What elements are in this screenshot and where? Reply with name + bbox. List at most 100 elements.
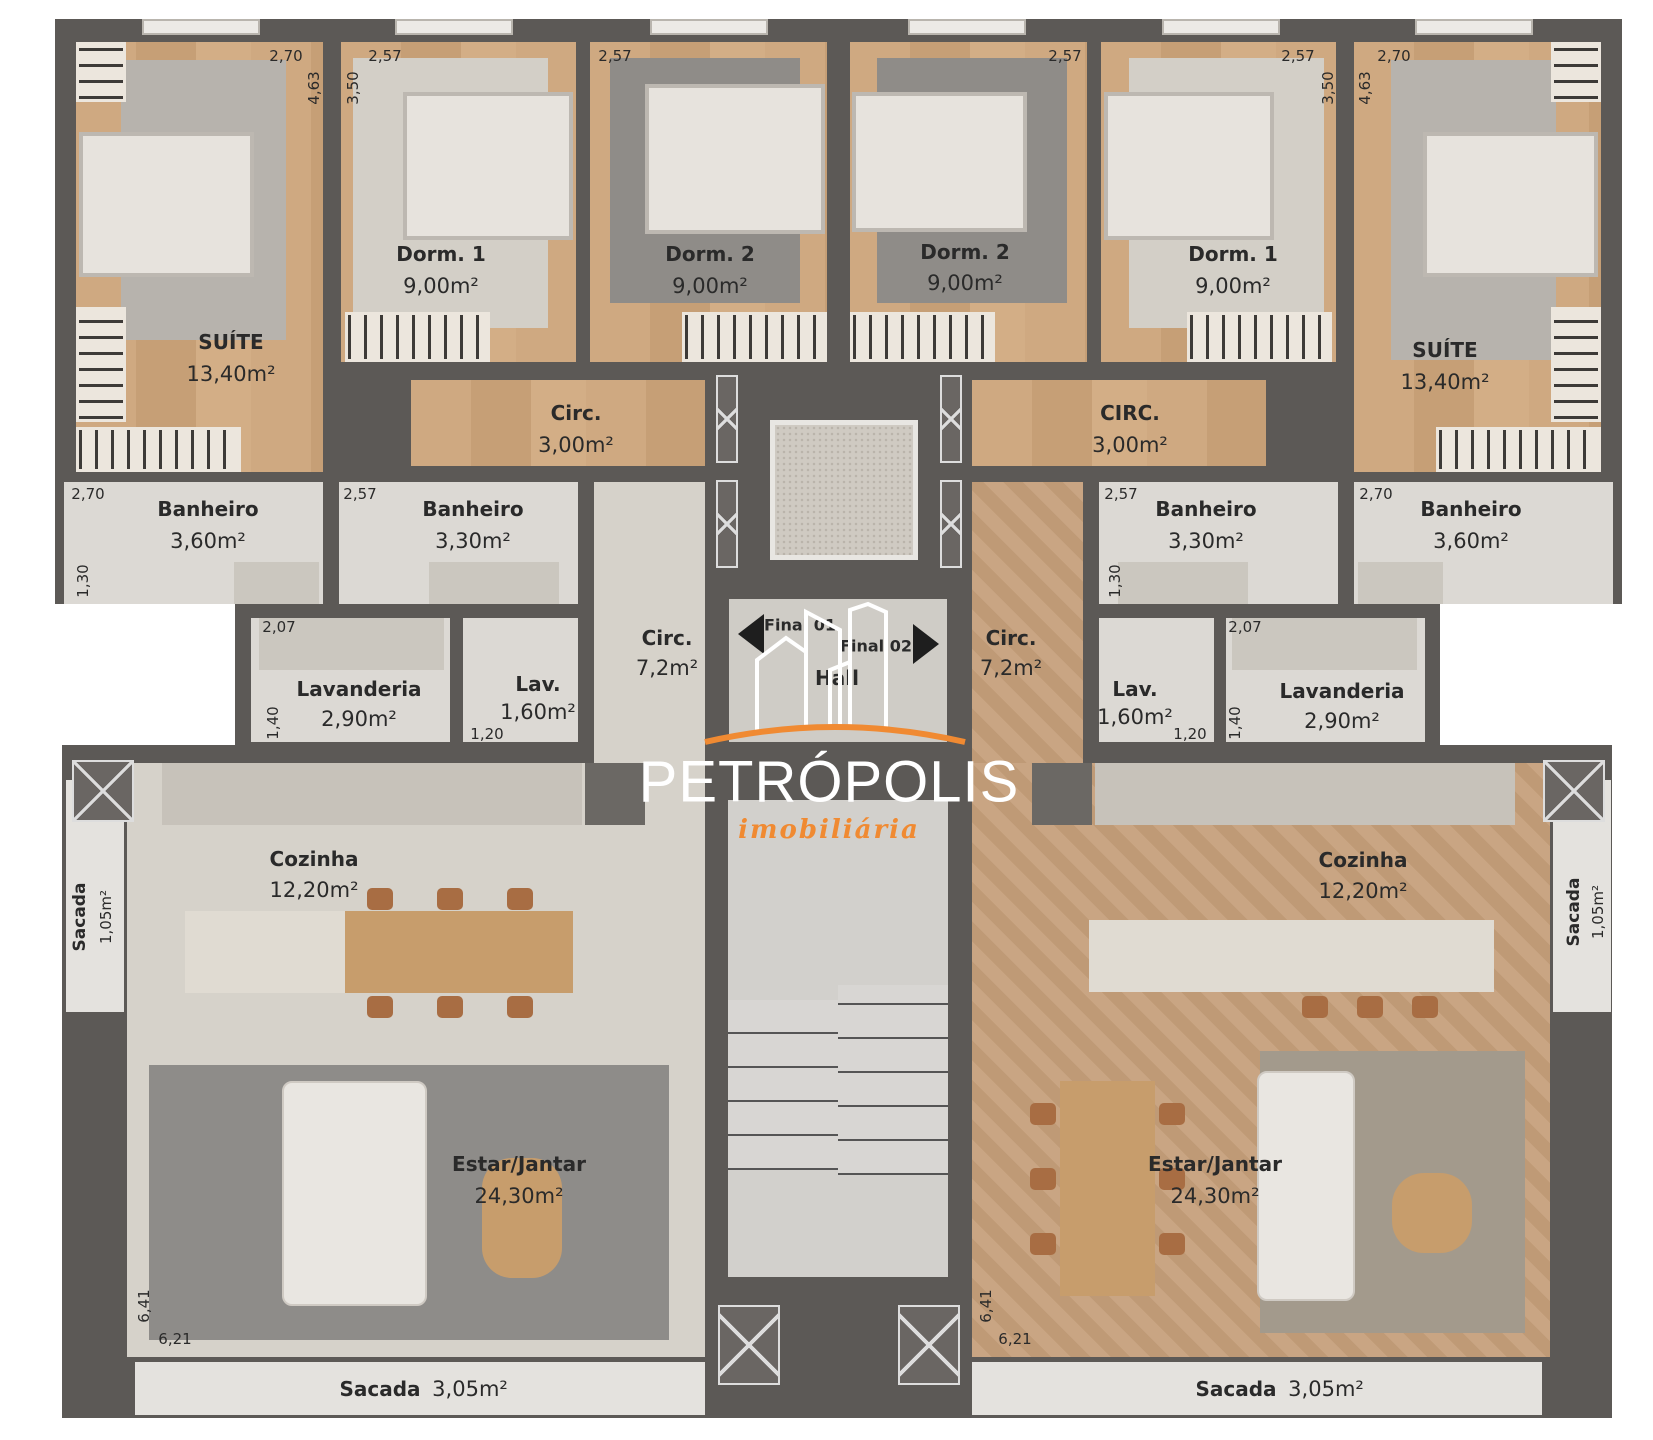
shaft (940, 375, 962, 463)
logo-subtitle: imobiliária (738, 815, 920, 845)
dimension: 4,63 (1356, 71, 1374, 105)
room-dorm2-right (850, 42, 1087, 362)
room-area: 3,05m² (432, 1377, 508, 1401)
wardrobe (345, 312, 490, 362)
fridge (585, 763, 645, 825)
room-living-right (972, 763, 1550, 1357)
chair (1030, 1103, 1056, 1125)
room-area: 24,30m² (1170, 1184, 1260, 1208)
stairs (838, 985, 948, 1175)
room-name: Circ. (985, 626, 1037, 650)
room-name: Banheiro (1420, 497, 1522, 521)
room-name: SUÍTE (198, 330, 264, 354)
room-area: 3,00m² (538, 433, 614, 457)
chair (507, 996, 533, 1018)
room-laundry-left (251, 618, 450, 742)
dimension: 2,57 (368, 47, 402, 65)
shaft (716, 375, 738, 463)
room-dorm1-left (341, 42, 576, 362)
sink-counter (1118, 562, 1248, 604)
dimension: 2,07 (262, 618, 296, 636)
room-area: 3,60m² (1433, 529, 1509, 553)
dimension: 2,57 (598, 47, 632, 65)
dimension: 3,50 (1319, 71, 1337, 105)
dimension: 2,57 (1104, 485, 1138, 503)
fridge (1032, 763, 1092, 825)
room-area: 13,40m² (1400, 370, 1490, 394)
dimension: 2,70 (1377, 47, 1411, 65)
room-area: 1,05m² (1589, 884, 1607, 940)
room-area: 2,90m² (1304, 709, 1380, 733)
room-area: 24,30m² (474, 1184, 564, 1208)
room-name: Sacada (70, 882, 90, 952)
room-area: 9,00m² (927, 271, 1003, 295)
window (908, 19, 1026, 35)
window (650, 19, 768, 35)
kitchen-counter (1095, 763, 1515, 825)
room-area: 7,2m² (979, 656, 1043, 680)
sofa (1257, 1071, 1355, 1301)
room-name: Circ. (641, 626, 693, 650)
room-area: 3,60m² (170, 529, 246, 553)
wardrobe (76, 42, 126, 102)
logo-name: PETRÓPOLIS (638, 749, 1020, 815)
bed (403, 92, 573, 240)
window (1415, 19, 1533, 35)
room-bath-suite-left (64, 482, 323, 604)
room-name: Sacada (1564, 877, 1584, 947)
room-area: 13,40m² (186, 362, 276, 386)
room-name: Dorm. 2 (665, 242, 755, 266)
room-area: 3,00m² (1092, 433, 1168, 457)
room-name: Sacada (339, 1377, 421, 1401)
dimension: 2,70 (269, 47, 303, 65)
logo-buildings-icon (704, 601, 966, 745)
room-circ-top-right (972, 380, 1266, 466)
shaft (1543, 760, 1605, 822)
room-name: Lavanderia (1279, 679, 1405, 703)
room-area: 9,00m² (403, 274, 479, 298)
dimension: 6,41 (135, 1289, 153, 1323)
dimension: 2,57 (1048, 47, 1082, 65)
room-suite-left (76, 42, 323, 472)
shaft (72, 760, 134, 822)
room-name: Dorm. 1 (396, 242, 486, 266)
wardrobe (850, 312, 995, 362)
wardrobe (1551, 42, 1601, 102)
wardrobe (76, 307, 126, 422)
wardrobe (1551, 307, 1601, 422)
bed (79, 132, 254, 277)
dimension: 1,20 (1173, 725, 1207, 743)
dimension: 1,20 (470, 725, 504, 743)
room-area: 1,05m² (97, 889, 115, 945)
room-area: 3,05m² (1288, 1377, 1364, 1401)
kitchen-island (1089, 920, 1494, 992)
room-bath-right (1099, 482, 1338, 604)
room-area: 1,60m² (500, 700, 576, 724)
stairs (728, 1000, 838, 1170)
chair (1302, 996, 1328, 1018)
dimension: 1,40 (264, 706, 282, 740)
room-name: Dorm. 1 (1188, 242, 1278, 266)
dimension: 6,41 (977, 1289, 995, 1323)
chair (437, 996, 463, 1018)
kitchen-counter (162, 763, 582, 825)
wardrobe (1187, 312, 1332, 362)
room-dorm2-left (590, 42, 827, 362)
dimension: 2,07 (1228, 618, 1262, 636)
room-name: Circ. (550, 401, 602, 425)
shaft (718, 1305, 780, 1385)
coffee-table (482, 1158, 562, 1278)
chair (1412, 996, 1438, 1018)
room-name: Lavanderia (296, 677, 422, 701)
chair (507, 888, 533, 910)
room-name: Banheiro (422, 497, 524, 521)
chair (1030, 1168, 1056, 1190)
room-area: 12,20m² (269, 878, 359, 902)
chair (367, 888, 393, 910)
sink-counter (1358, 562, 1443, 604)
room-name: CIRC. (1100, 401, 1160, 425)
wardrobe (682, 312, 827, 362)
room-name: Lav. (1112, 677, 1158, 701)
balcony-left (135, 1362, 705, 1415)
kitchen-island (185, 911, 345, 993)
